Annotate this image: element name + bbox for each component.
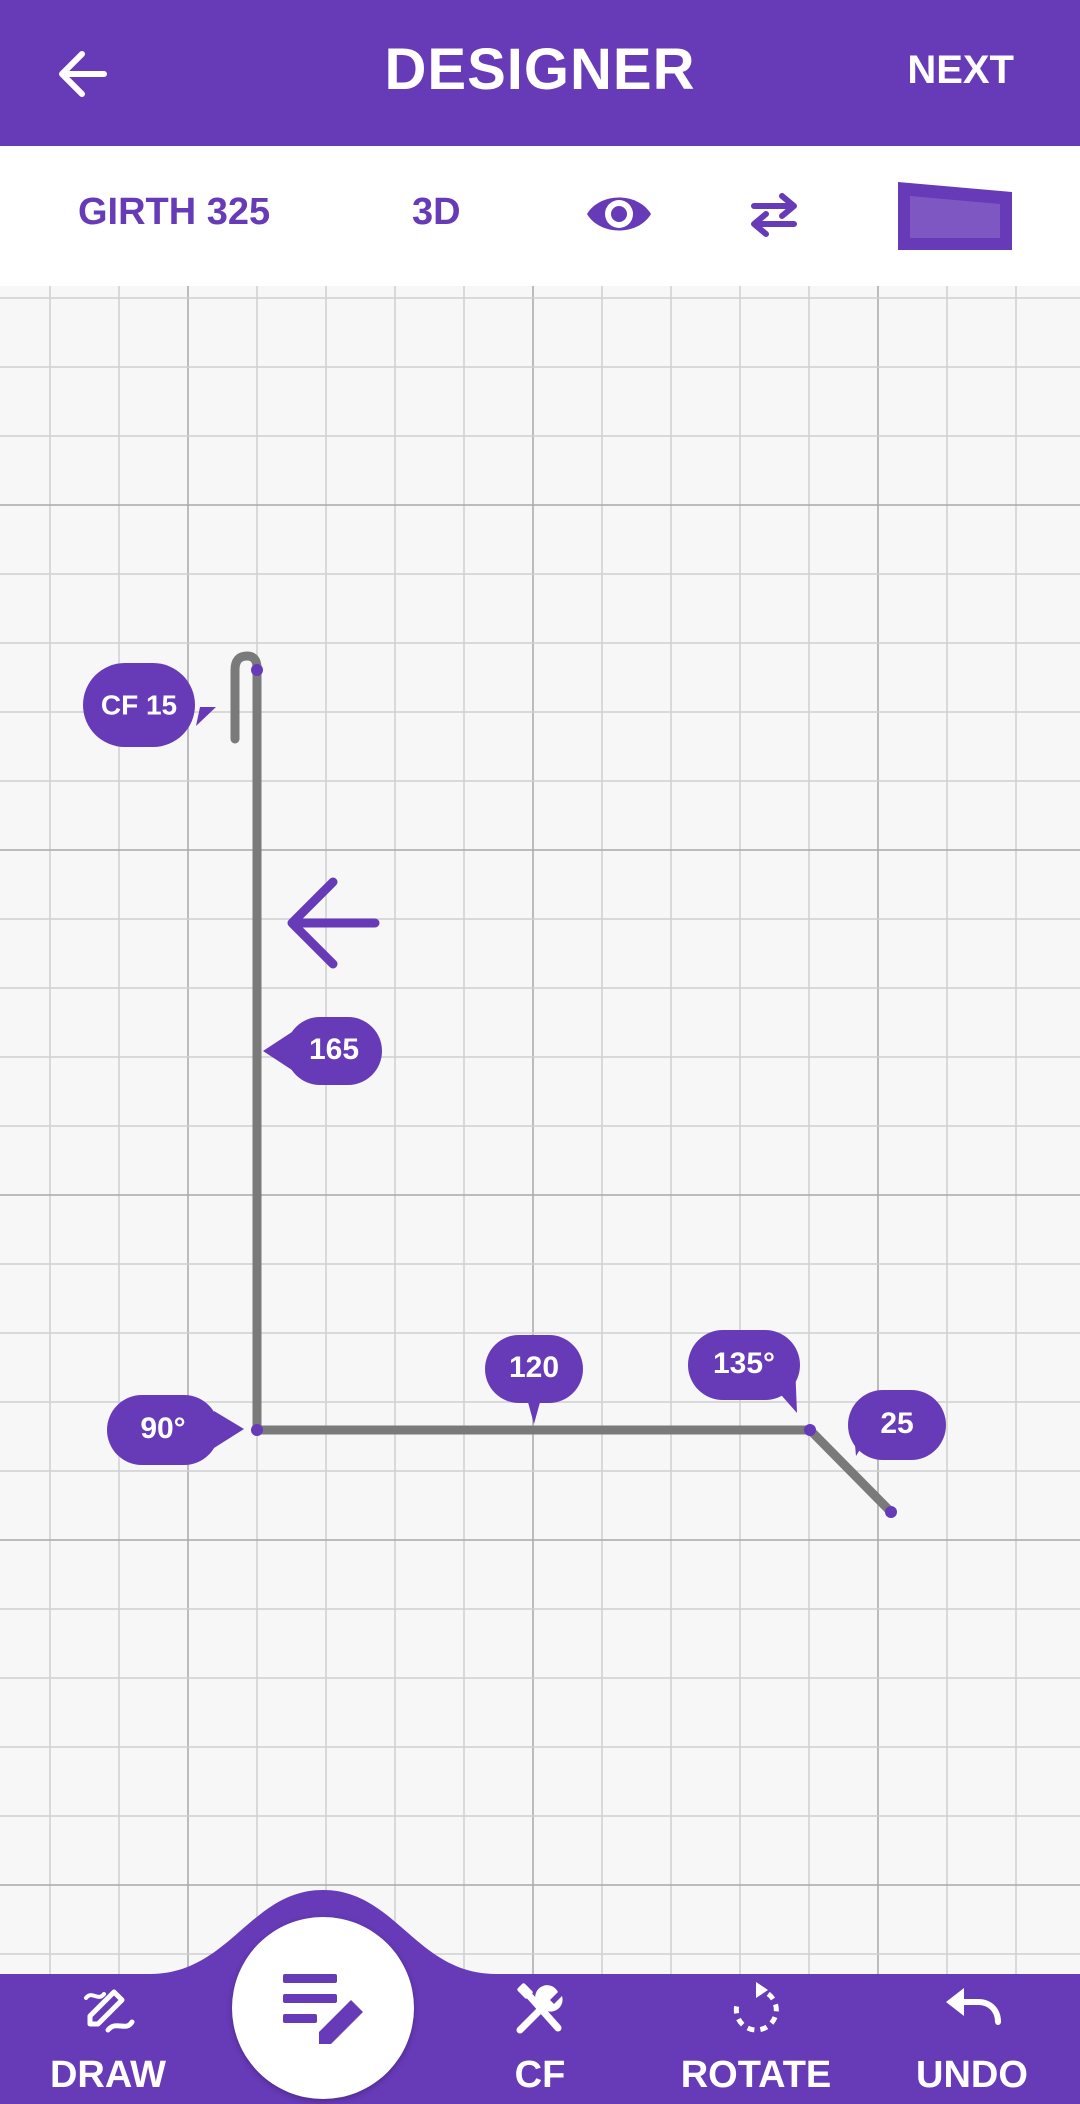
- back-button[interactable]: [48, 38, 120, 110]
- girth-button[interactable]: GIRTH 325: [78, 191, 271, 233]
- angle-label-1[interactable]: 90°: [107, 1395, 244, 1465]
- swap-arrows-icon: [751, 193, 797, 237]
- preview-button[interactable]: [584, 186, 654, 247]
- svg-text:90°: 90°: [140, 1412, 185, 1445]
- draw-tab[interactable]: DRAW: [40, 1980, 176, 2104]
- arrow-left-icon: [287, 877, 380, 969]
- angle-label-2[interactable]: 135°: [688, 1330, 800, 1413]
- flip-button[interactable]: [746, 190, 802, 245]
- edit-notes-icon: [283, 1974, 363, 2044]
- three-d-button[interactable]: 3D: [412, 191, 461, 233]
- draw-pencil-icon: [84, 1989, 135, 2033]
- svg-text:165: 165: [309, 1033, 359, 1066]
- shape-button[interactable]: [894, 178, 1016, 259]
- drawing-canvas[interactable]: CF 15 165 90° 120 135°: [0, 286, 1080, 1974]
- next-button[interactable]: NEXT: [907, 48, 1014, 92]
- crush-fold-label[interactable]: CF 15: [83, 663, 216, 747]
- cf-tab[interactable]: CF: [480, 1980, 600, 2104]
- designer-toolbar: GIRTH 325 3D: [0, 146, 1080, 286]
- svg-text:120: 120: [509, 1351, 559, 1384]
- svg-text:25: 25: [880, 1407, 913, 1440]
- arrow-left-icon: [59, 51, 107, 97]
- vertex-point[interactable]: [885, 1506, 897, 1518]
- grid-canvas: CF 15 165 90° 120 135°: [0, 286, 1080, 1974]
- undo-icon: [946, 1988, 1001, 2025]
- tools-icon: [516, 1983, 563, 2034]
- rotate-tab[interactable]: ROTATE: [670, 1980, 842, 2104]
- vertex-point[interactable]: [251, 1424, 263, 1436]
- length-label-segment-1[interactable]: 165: [263, 1017, 382, 1085]
- app-bar: DESIGNER NEXT: [0, 0, 1080, 146]
- svg-text:CF 15: CF 15: [101, 689, 177, 720]
- edit-fab-button[interactable]: [232, 1917, 414, 2099]
- rotate-icon: [733, 1982, 779, 2033]
- draw-tab-label: DRAW: [49, 2054, 167, 2096]
- grid-lines: [0, 286, 1080, 1974]
- length-label-segment-2[interactable]: 120: [485, 1335, 583, 1424]
- vertex-point[interactable]: [804, 1424, 816, 1436]
- trapezoid-shape-icon: [898, 182, 1012, 250]
- vertex-point[interactable]: [251, 664, 263, 676]
- undo-tab-label: UNDO: [916, 2054, 1028, 2096]
- length-label-segment-3[interactable]: 25: [848, 1390, 946, 1460]
- cf-tab-label: CF: [514, 2054, 566, 2096]
- svg-text:135°: 135°: [713, 1347, 775, 1380]
- eye-icon: [587, 197, 651, 231]
- undo-tab[interactable]: UNDO: [900, 1980, 1044, 2104]
- rotate-tab-label: ROTATE: [680, 2054, 832, 2096]
